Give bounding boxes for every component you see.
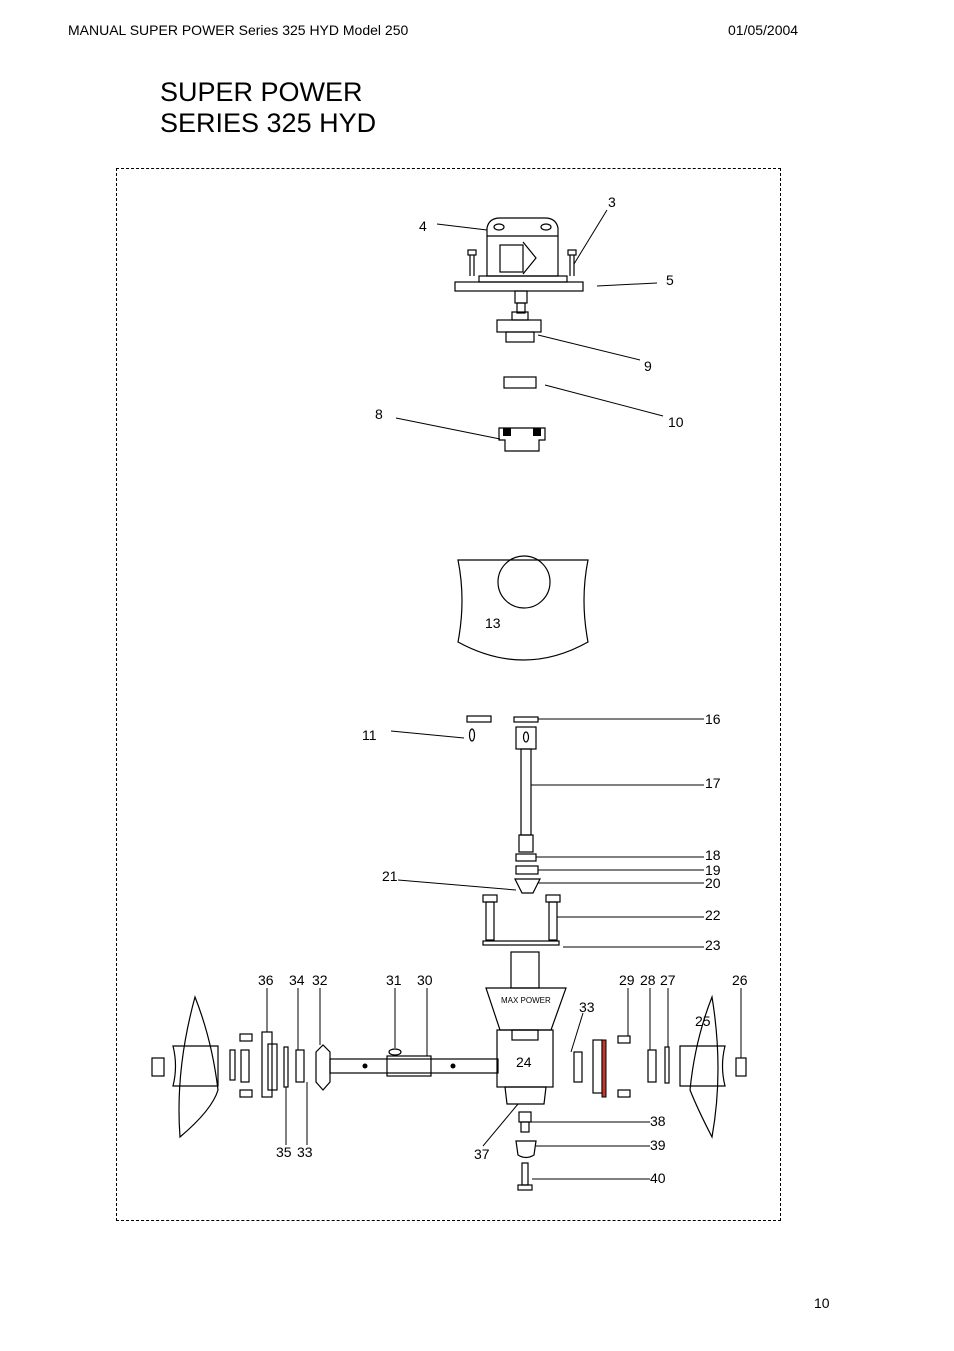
callout-20: 20 [705,875,721,891]
drive-shaft-part [513,716,541,894]
callout-25: 25 [695,1013,711,1029]
callout-28: 28 [640,972,656,988]
axle-shaft-part [329,1048,499,1077]
callout-26: 26 [732,972,748,988]
header-manual-title: MANUAL SUPER POWER Series 325 HYD Model … [68,22,409,38]
callout-10: 10 [668,414,684,430]
motor-mount-part [454,217,584,314]
callout-21: 21 [382,868,398,884]
callout-23: 23 [705,937,721,953]
callout-4: 4 [419,218,427,234]
callout-33-left: 33 [297,1144,313,1160]
coupler-insert-part [503,376,537,389]
callout-16: 16 [705,711,721,727]
callout-33-right: 33 [579,999,595,1015]
callout-24: 24 [516,1054,532,1070]
callout-27: 27 [660,972,676,988]
callout-30: 30 [417,972,433,988]
diagram-frame [116,168,781,1221]
gasket-part [482,940,560,946]
bottom-fastener-part [515,1111,537,1191]
upper-coupler-part [496,311,542,343]
callout-29: 29 [619,972,635,988]
callout-31: 31 [386,972,402,988]
left-hub-stack-part [229,1031,331,1098]
callout-17: 17 [705,775,721,791]
callout-37: 37 [474,1146,490,1162]
callout-13: 13 [485,615,501,631]
callout-labels: 3 4 5 9 8 10 13 11 16 17 18 19 20 21 22 … [258,194,748,1186]
right-hub-stack-part [573,1035,670,1098]
page-title-line1: SUPER POWER [160,77,363,107]
gearbox-brand-label: MAX POWER [501,996,551,1005]
callout-5: 5 [666,272,674,288]
callout-32: 32 [312,972,328,988]
callout-34: 34 [289,972,305,988]
callout-18: 18 [705,847,721,863]
callout-40: 40 [650,1170,666,1186]
housing-part [457,555,589,661]
callout-22: 22 [705,907,721,923]
right-wheel-part [679,994,747,1139]
left-wheel-part [151,995,219,1139]
gearbox-bolt-part [482,894,561,941]
callout-8: 8 [375,406,383,422]
callout-19: 19 [705,862,721,878]
callout-35: 35 [276,1144,292,1160]
callout-36: 36 [258,972,274,988]
callout-11: 11 [362,727,377,743]
callout-3: 3 [608,194,616,210]
gearbox-part [485,951,567,1105]
header-date: 01/05/2004 [728,22,799,38]
page-number: 10 [814,1295,830,1311]
page-title-line2: SERIES 325 HYD [160,108,377,138]
roll-pin-part [466,715,492,742]
mount-bolt-part [467,249,577,276]
callout-38: 38 [650,1113,666,1129]
callout-39: 39 [650,1137,666,1153]
callout-9: 9 [644,358,652,374]
lower-coupler-part [498,427,546,452]
leader-lines [266,209,742,1180]
